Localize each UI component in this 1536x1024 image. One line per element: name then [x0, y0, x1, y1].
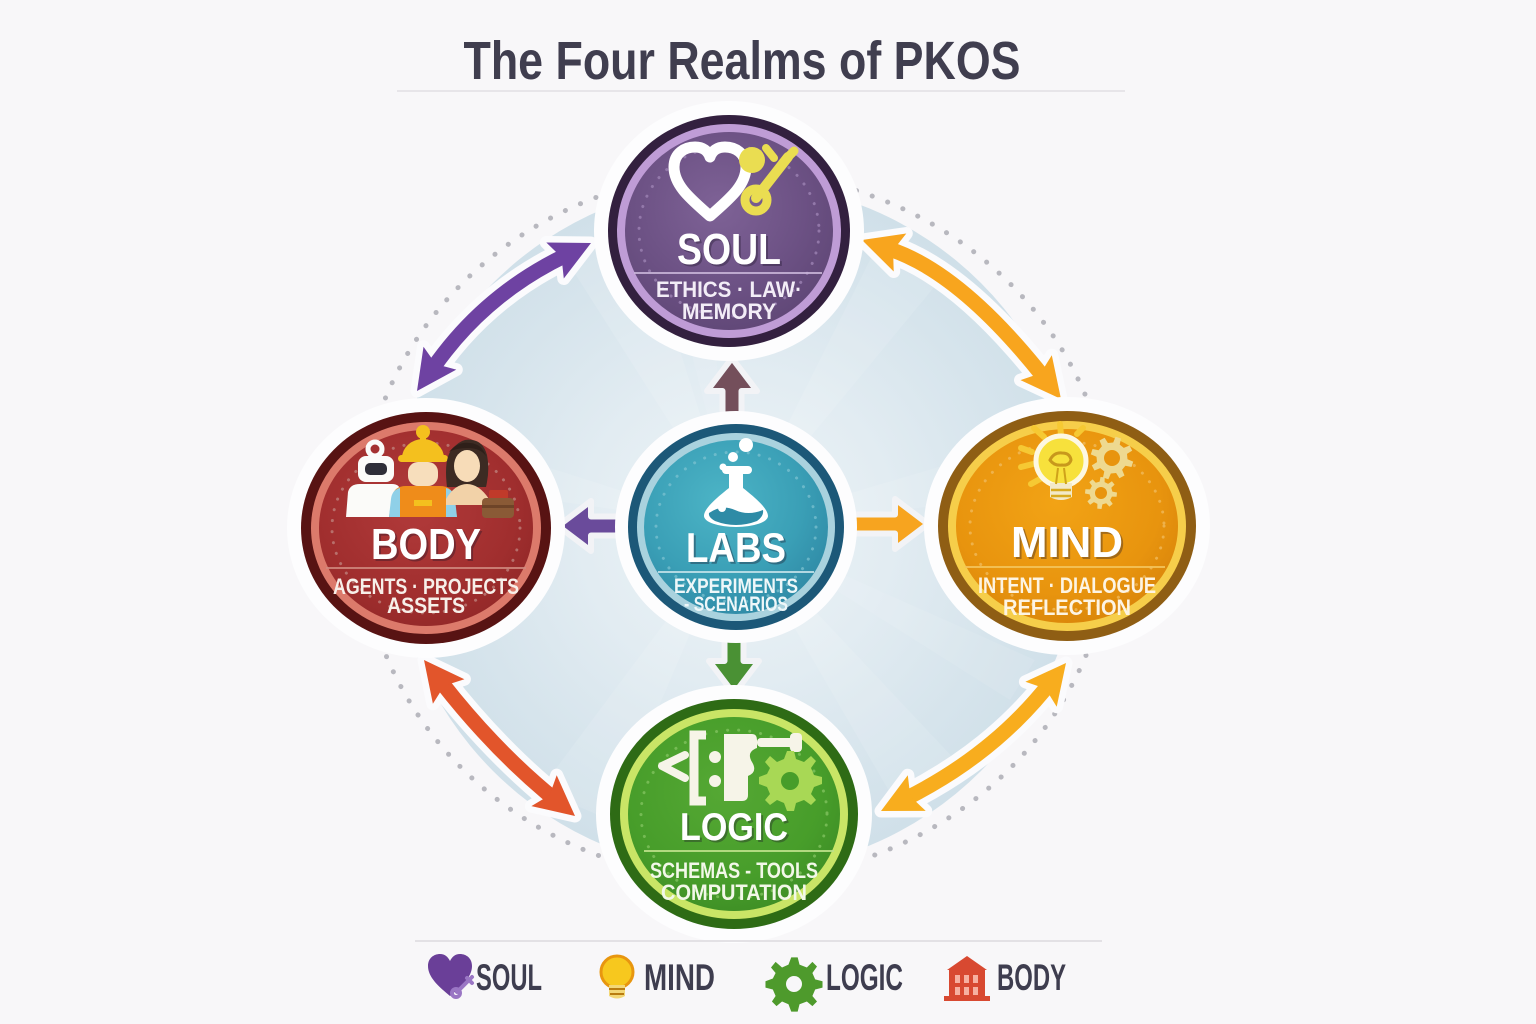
- svg-text:AGENTS · PROJECTS: AGENTS · PROJECTS: [333, 574, 519, 599]
- svg-text:LOGIC: LOGIC: [826, 957, 903, 998]
- svg-text:BODY: BODY: [373, 522, 483, 571]
- svg-text:REFLECTION: REFLECTION: [1003, 595, 1131, 620]
- svg-text:INTENT · DIALOGUE: INTENT · DIALOGUE: [978, 573, 1156, 598]
- svg-text:MIND: MIND: [644, 957, 715, 998]
- svg-text:MEMORY: MEMORY: [682, 299, 776, 324]
- svg-text:SOUL: SOUL: [677, 225, 781, 274]
- svg-text:- SCENARIOS: - SCENARIOS: [684, 593, 788, 616]
- svg-text:LOGIC: LOGIC: [680, 806, 788, 849]
- svg-text:BODY: BODY: [997, 957, 1066, 998]
- svg-text:SOUL: SOUL: [679, 227, 783, 276]
- svg-text:SOUL: SOUL: [476, 957, 542, 998]
- svg-text:MIND: MIND: [1013, 520, 1125, 569]
- svg-text:BODY: BODY: [371, 520, 481, 569]
- svg-text:LABS: LABS: [686, 524, 786, 571]
- svg-text:LOGIC: LOGIC: [682, 808, 790, 851]
- svg-text:ETHICS · LAW·: ETHICS · LAW·: [656, 277, 802, 302]
- svg-text:COMPUTATION: COMPUTATION: [661, 880, 807, 905]
- svg-text:LABS: LABS: [688, 526, 788, 573]
- svg-text:EXPERIMENTS: EXPERIMENTS: [674, 575, 798, 598]
- svg-text:ASSETS: ASSETS: [387, 593, 465, 618]
- svg-text:The Four Realms of PKOS: The Four Realms of PKOS: [464, 31, 1021, 91]
- svg-text:SCHEMAS - TOOLS: SCHEMAS - TOOLS: [650, 858, 818, 883]
- svg-text:MIND: MIND: [1011, 518, 1123, 567]
